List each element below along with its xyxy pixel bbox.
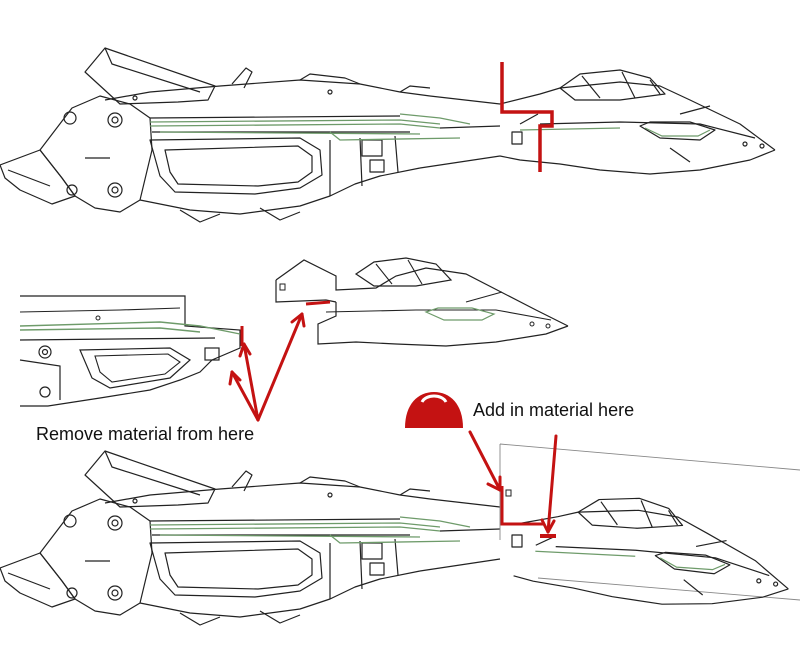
remove-mark-nose [305, 300, 331, 306]
rear-section-bottom [0, 450, 523, 626]
add-material-label: Add in material here [473, 400, 635, 420]
aircraft-bottom [0, 430, 800, 626]
aircraft-top [0, 47, 776, 223]
putty-blob-icon [405, 392, 463, 428]
add-arrows [468, 430, 558, 534]
nose-frame [499, 443, 800, 601]
nose-rails-bottom [534, 548, 726, 572]
add-mark-upper [500, 486, 544, 526]
nose-section-separated [275, 257, 569, 347]
nose-rails-top [519, 127, 711, 137]
rear-section-top [0, 47, 523, 223]
remove-arrows [228, 312, 306, 422]
cut-line-top [500, 62, 554, 172]
remove-material-label: Remove material from here [36, 424, 255, 444]
nose-section-bottom [511, 489, 795, 614]
rear-section-separated [19, 295, 241, 407]
aircraft-separated [19, 257, 569, 422]
